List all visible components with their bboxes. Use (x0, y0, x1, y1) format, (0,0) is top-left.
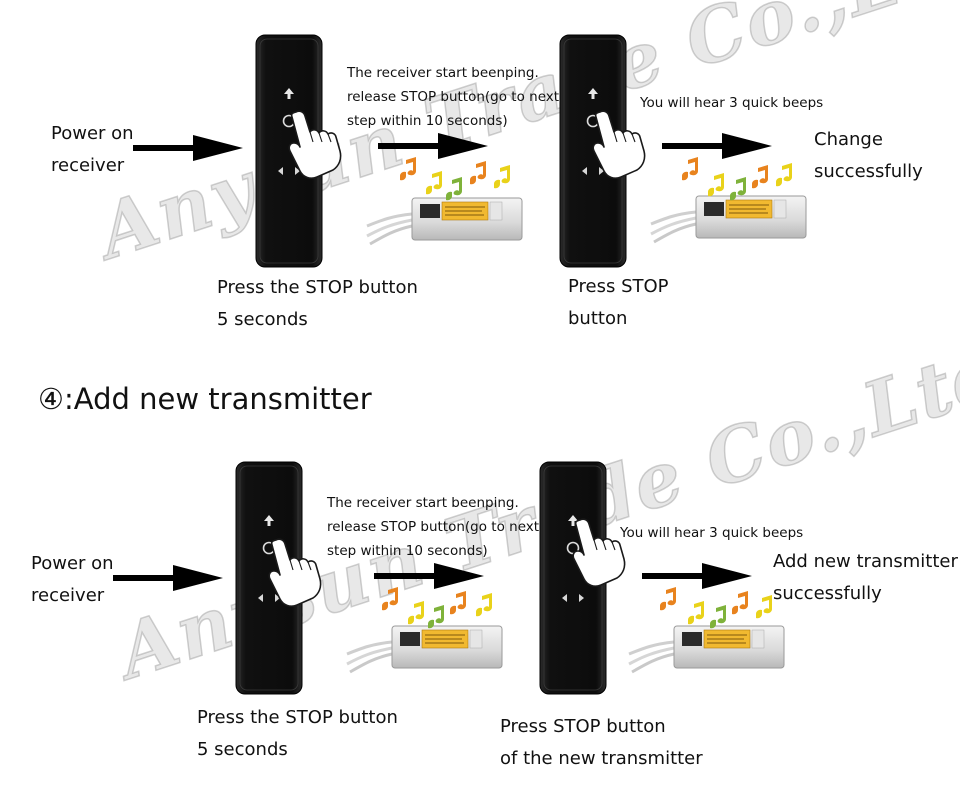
power-on-b-line1: Power on (31, 553, 114, 574)
receiver-note-bottom: The receiver start beenping. release STO… (327, 491, 539, 563)
press-stop-top: Press STOP button (568, 271, 669, 335)
receiver-note-b-line3: step within 10 seconds) (327, 543, 488, 559)
result-bottom-line1: Add new transmitter (773, 551, 958, 572)
result-top-line1: Change (814, 129, 883, 150)
press-stop-5s-line1: Press the STOP button (217, 277, 418, 298)
press-stop-line1: Press STOP (568, 276, 669, 297)
arrow-right-icon-2 (378, 133, 488, 159)
power-on-line2: receiver (51, 155, 125, 176)
press-stop-new-line2: of the new transmitter (500, 748, 703, 769)
receiver-note-line1: The receiver start beenping. (347, 65, 539, 81)
beeps-note-bottom: You will hear 3 quick beeps (620, 525, 804, 541)
result-bottom-line2: successfully (773, 583, 882, 604)
music-note-icon-bottom-right (660, 587, 772, 629)
press-stop-5s-b-line2: 5 seconds (197, 739, 288, 760)
arrow-right-icon-5 (374, 563, 484, 589)
receiver-note-line3: step within 10 seconds) (347, 113, 508, 129)
receiver-note-b-line1: The receiver start beenping. (327, 495, 519, 511)
arrow-right-icon-3 (662, 133, 772, 159)
press-stop-5s-top: Press the STOP button 5 seconds (217, 272, 418, 336)
beeps-note-top: You will hear 3 quick beeps (640, 95, 824, 111)
arrow-right-icon-6 (642, 563, 752, 589)
receiver-box-icon-2 (649, 194, 808, 244)
press-stop-new-bottom: Press STOP button of the new transmitter (500, 711, 703, 775)
receiver-box-icon-1 (365, 196, 524, 246)
press-stop-5s-line2: 5 seconds (217, 309, 308, 330)
result-top: Change successfully (814, 124, 923, 188)
result-top-line2: successfully (814, 161, 923, 182)
receiver-note-line2: release STOP button(go to next (347, 89, 560, 105)
receiver-note-b-line2: release STOP button(go to next (327, 519, 540, 535)
music-note-icon-top-left (400, 157, 510, 201)
power-on-line1: Power on (51, 123, 134, 144)
section-title: ④:Add new transmitter (38, 382, 372, 416)
result-bottom: Add new transmitter successfully (773, 546, 958, 610)
music-note-icon-bottom-left (382, 587, 492, 629)
press-stop-line2: button (568, 308, 628, 329)
receiver-box-icon-4 (627, 624, 786, 674)
power-on-label-top: Power on receiver (51, 118, 134, 182)
power-on-label-bottom: Power on receiver (31, 548, 114, 612)
receiver-note-top: The receiver start beenping. release STO… (347, 61, 559, 133)
press-stop-5s-b-line1: Press the STOP button (197, 707, 398, 728)
music-note-icon-top-right (682, 157, 792, 201)
arrow-right-icon-4 (113, 565, 223, 591)
arrow-right-icon-1 (133, 135, 243, 161)
receiver-box-icon-3 (345, 624, 504, 674)
power-on-b-line2: receiver (31, 585, 105, 606)
press-stop-new-line1: Press STOP button (500, 716, 666, 737)
press-stop-5s-bottom: Press the STOP button 5 seconds (197, 702, 398, 766)
